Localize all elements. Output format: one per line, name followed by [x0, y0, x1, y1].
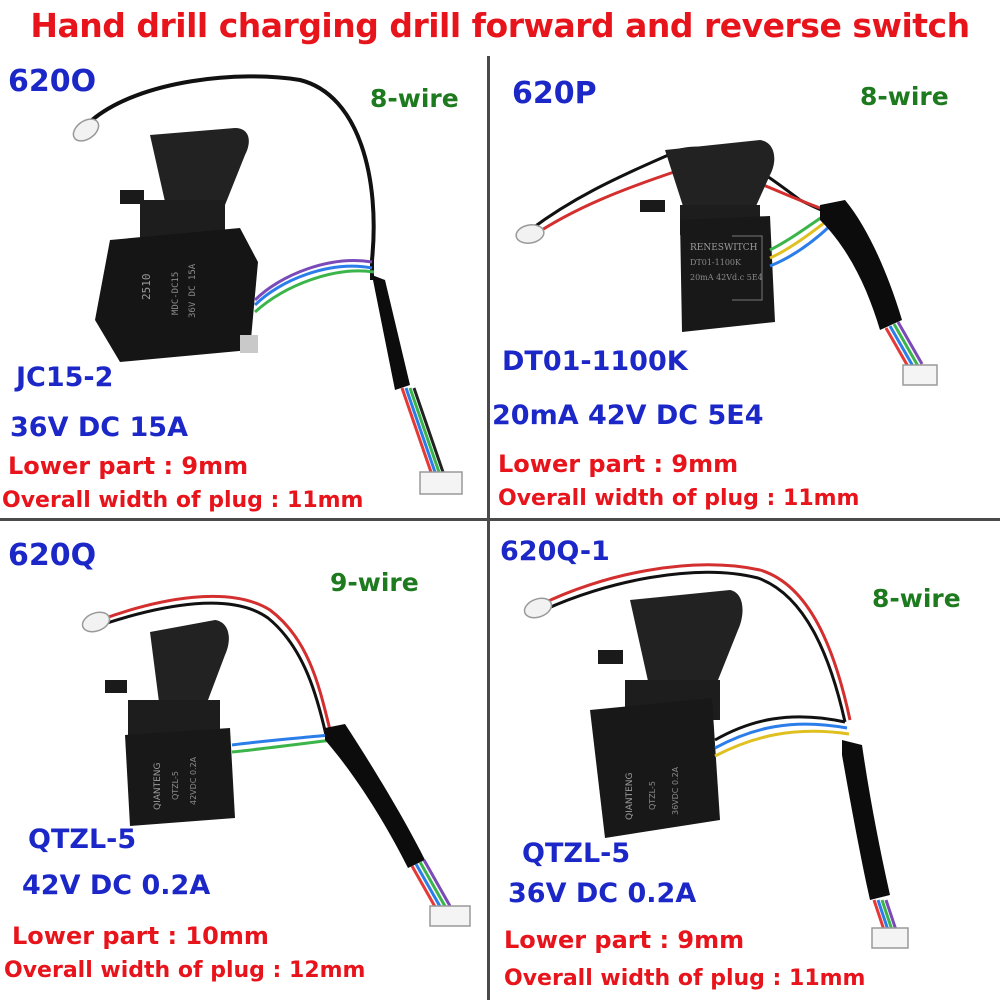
wire-count: 8-wire [860, 82, 949, 111]
plug-width: Overall width of plug : 11mm [498, 486, 860, 511]
switch-rating: 36V DC 15A [10, 412, 188, 443]
plug-width: Overall width of plug : 11mm [504, 966, 866, 991]
lower-part-size: Lower part : 10mm [12, 922, 269, 950]
wire-count: 9-wire [330, 568, 419, 597]
switch-label-text: 2510 [140, 274, 153, 301]
switch-label-text: 36VDC 0.2A [671, 766, 680, 815]
switch-label-text: QIANTENG [625, 772, 635, 820]
switch-label-text: 42VDC 0.2A [189, 756, 198, 805]
switch-rating: 20mA 42V DC 5E4 [492, 400, 764, 431]
horizontal-divider [0, 518, 1000, 521]
switch-rating: 36V DC 0.2A [508, 878, 697, 909]
switch-rating: 42V DC 0.2A [22, 870, 211, 901]
switch-label-text: RENESWITCH [690, 243, 758, 253]
page-title: Hand drill charging drill forward and re… [30, 6, 970, 45]
plug-width: Overall width of plug : 12mm [4, 958, 366, 983]
switch-label-text: MDC-DC15 [171, 272, 181, 315]
wire-count: 8-wire [370, 84, 459, 113]
product-code: 620Q-1 [500, 536, 610, 567]
lower-part-size: Lower part : 9mm [504, 926, 745, 954]
wire-count: 8-wire [872, 584, 961, 613]
switch-label-text: DT01-1100K [690, 258, 742, 267]
plug-width: Overall width of plug : 11mm [2, 488, 364, 513]
switch-label-text: 36V DC 15A [188, 263, 198, 318]
switch-label-text: QTZL-5 [171, 771, 180, 800]
switch-label-text: QTZL-5 [648, 781, 657, 810]
product-code: 620O [8, 64, 97, 99]
lower-part-size: Lower part : 9mm [498, 450, 739, 478]
switch-label-text: 20mA 42Vd.c 5E4 [690, 273, 763, 282]
product-code: 620P [512, 76, 597, 111]
switch-model: QTZL-5 [28, 824, 137, 855]
vertical-divider [487, 56, 490, 1000]
switch-model: JC15-2 [16, 362, 114, 393]
switch-model: QTZL-5 [522, 838, 631, 869]
switch-model: DT01-1100K [502, 346, 688, 377]
switch-label-text: QIANTENG [153, 762, 163, 810]
product-code: 620Q [8, 538, 97, 573]
lower-part-size: Lower part : 9mm [8, 452, 249, 480]
